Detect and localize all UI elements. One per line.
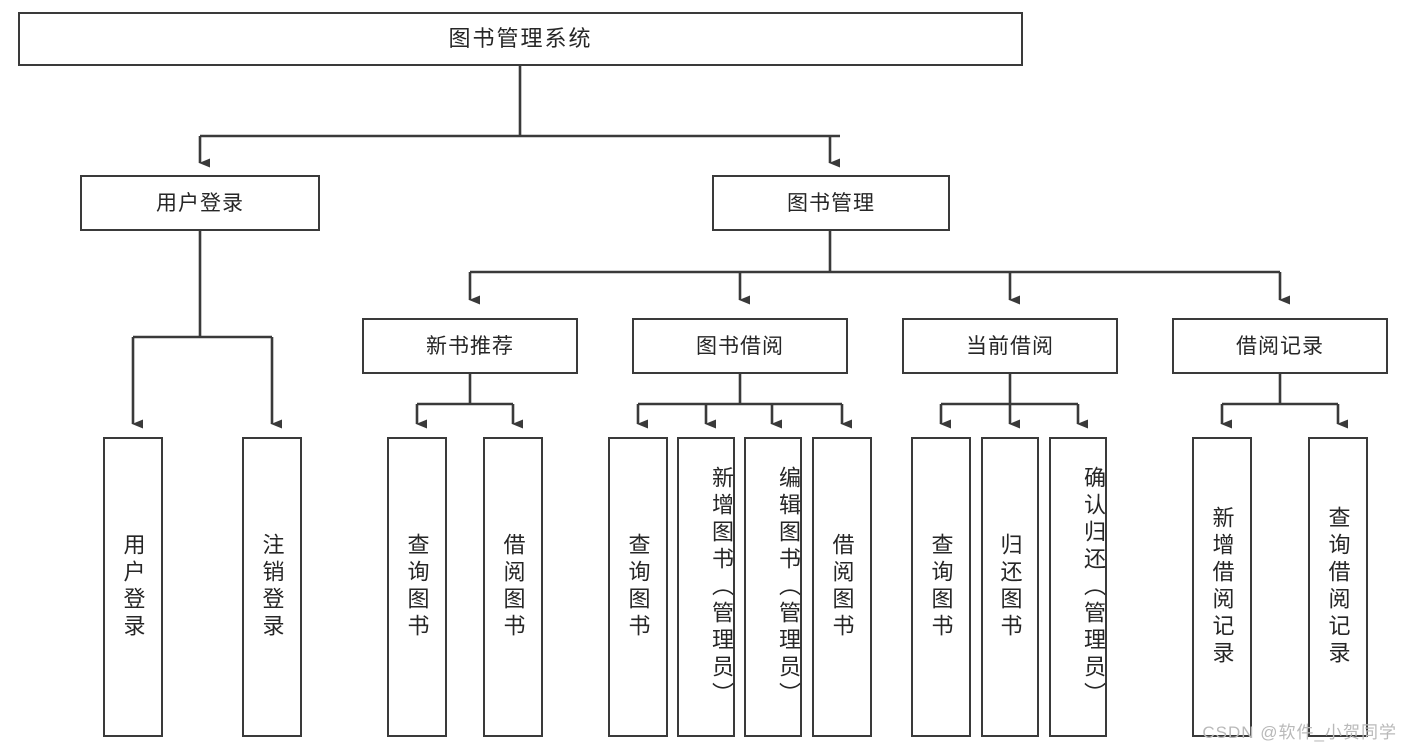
leaf-current-borrow-query[interactable]: 查询图书 — [911, 437, 971, 737]
node-root-system[interactable]: 图书管理系统 — [18, 12, 1023, 66]
leaf-book-borrow-query[interactable]: 查询图书 — [608, 437, 668, 737]
csdn-watermark: CSDN @软件_小贺同学 — [1202, 723, 1397, 742]
leaf-book-borrow-add[interactable]: 新增图书（管理员） — [677, 437, 735, 737]
node-borrow-record[interactable]: 借阅记录 — [1172, 318, 1388, 374]
leaf-new-book-query[interactable]: 查询图书 — [387, 437, 447, 737]
node-user-login[interactable]: 用户登录 — [80, 175, 320, 231]
leaf-borrow-record-add[interactable]: 新增借阅记录 — [1192, 437, 1252, 737]
leaf-book-borrow-edit[interactable]: 编辑图书（管理员） — [744, 437, 802, 737]
leaf-current-borrow-return[interactable]: 归还图书 — [981, 437, 1039, 737]
node-book-management[interactable]: 图书管理 — [712, 175, 950, 231]
node-new-book-recommend[interactable]: 新书推荐 — [362, 318, 578, 374]
leaf-book-borrow-lend[interactable]: 借阅图书 — [812, 437, 872, 737]
leaf-user-login-signout[interactable]: 注销登录 — [242, 437, 302, 737]
node-current-borrow[interactable]: 当前借阅 — [902, 318, 1118, 374]
leaf-user-login-signin[interactable]: 用户登录 — [103, 437, 163, 737]
leaf-borrow-record-query[interactable]: 查询借阅记录 — [1308, 437, 1368, 737]
node-book-borrow[interactable]: 图书借阅 — [632, 318, 848, 374]
leaf-current-borrow-confirm[interactable]: 确认归还（管理员） — [1049, 437, 1107, 737]
leaf-new-book-borrow[interactable]: 借阅图书 — [483, 437, 543, 737]
